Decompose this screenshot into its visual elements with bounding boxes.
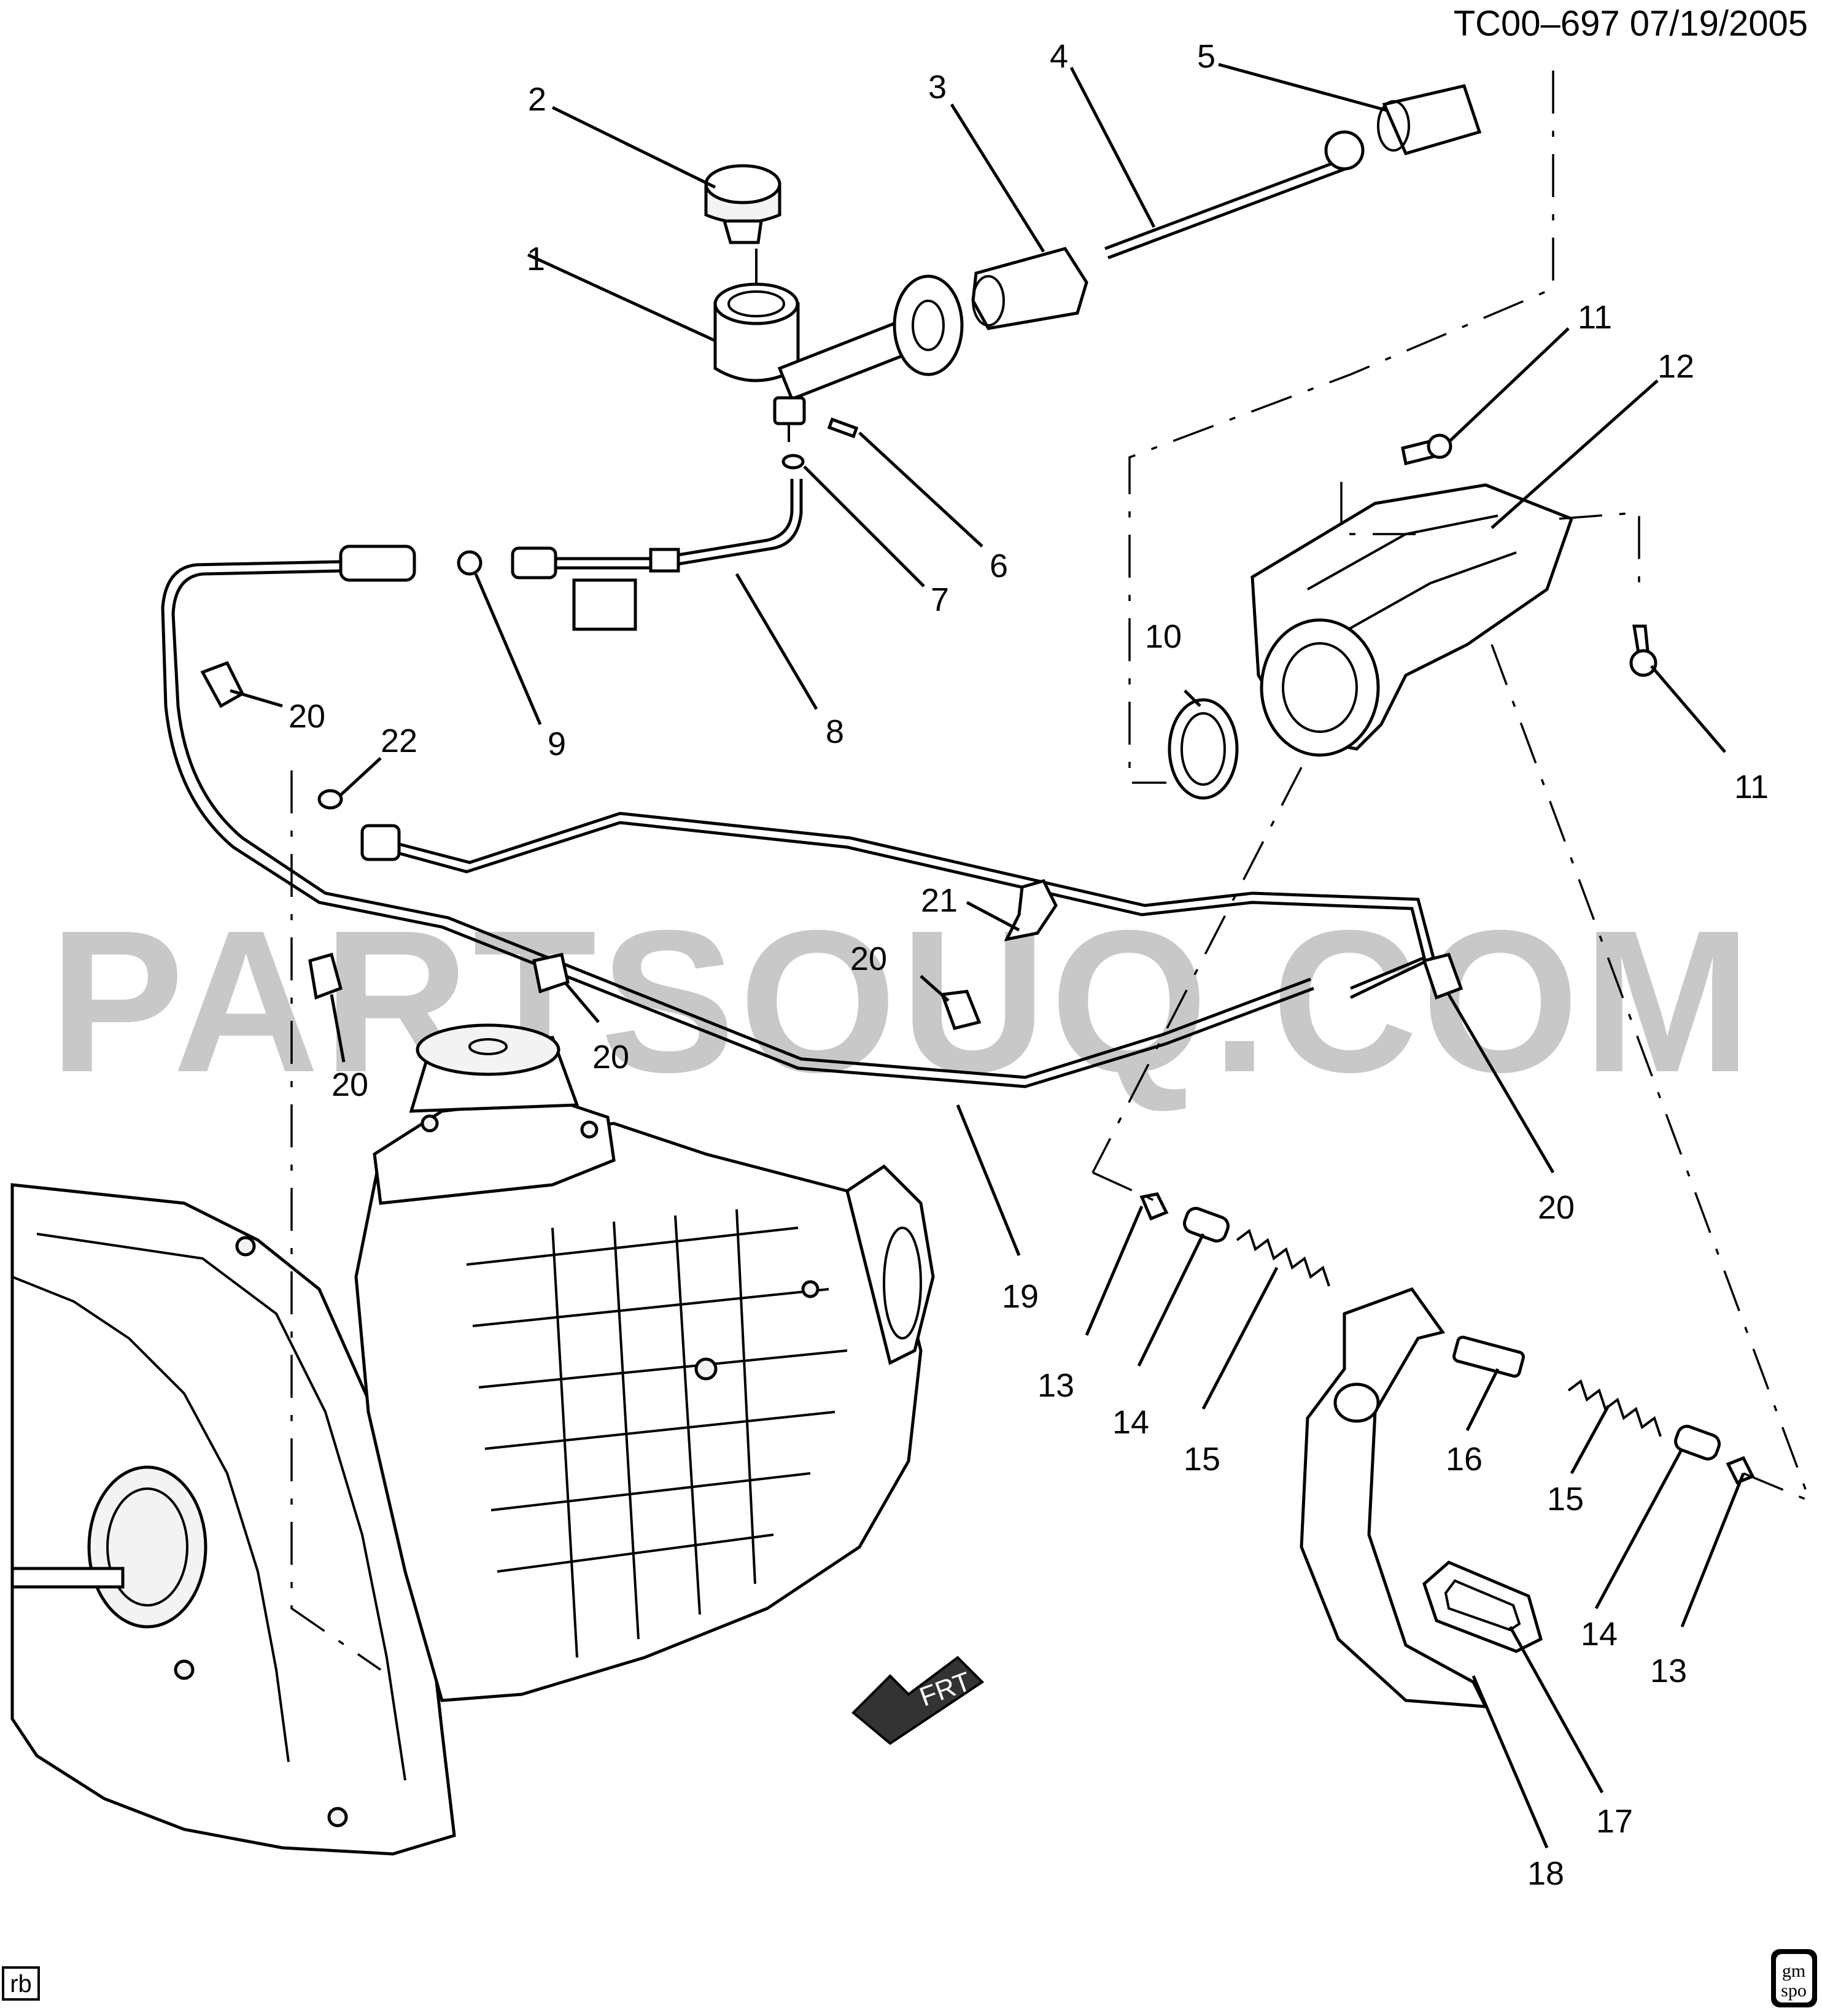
callout-13a: 13 <box>1037 1367 1074 1404</box>
callout-18: 18 <box>1527 1855 1564 1892</box>
callout-2: 2 <box>528 81 546 118</box>
callout-4: 4 <box>1050 38 1068 75</box>
corner-code-box: rb <box>2 1966 40 2001</box>
callout-5: 5 <box>1197 38 1215 75</box>
callout-20a: 20 <box>289 698 325 735</box>
callout-13b: 13 <box>1650 1653 1687 1689</box>
bracket-21 <box>1004 879 1058 942</box>
callout-1: 1 <box>527 241 545 277</box>
pedal-bracket-12 <box>1128 71 1657 800</box>
front-direction-arrow: FRT <box>851 1656 985 1745</box>
svg-text:spo: spo <box>1781 1980 1807 2001</box>
callout-12: 12 <box>1657 348 1694 385</box>
callout-leaders <box>230 63 1745 1848</box>
callout-17: 17 <box>1596 1803 1633 1840</box>
transmission-assembly <box>10 1023 935 1856</box>
callout-9: 9 <box>548 726 566 762</box>
callout-19: 19 <box>1002 1278 1039 1315</box>
callout-20b: 20 <box>331 1066 368 1103</box>
clutch-master-cylinder-group <box>704 84 1482 470</box>
callout-3: 3 <box>928 69 947 106</box>
callout-11b: 11 <box>1734 769 1769 805</box>
callout-6: 6 <box>990 548 1008 584</box>
svg-text:gm: gm <box>1782 1961 1805 1981</box>
callout-20e: 20 <box>1538 1189 1575 1226</box>
callout-15a: 15 <box>1184 1441 1220 1478</box>
callout-8: 8 <box>826 713 844 750</box>
callout-14b: 14 <box>1581 1616 1618 1653</box>
callout-21: 21 <box>921 882 958 919</box>
callout-7: 7 <box>931 581 949 618</box>
callout-16: 16 <box>1446 1441 1483 1478</box>
callout-labels: 1 2 3 4 5 6 7 8 9 10 11 11 12 13 13 14 1… <box>289 38 1769 1892</box>
callout-10: 10 <box>1145 618 1182 655</box>
clutch-pedal-assembly <box>290 644 1818 1708</box>
callout-20c: 20 <box>592 1039 629 1076</box>
corner-code: rb <box>10 1971 32 1998</box>
diagram-id-header: TC00–697 07/19/2005 <box>1454 4 1808 44</box>
callout-22: 22 <box>381 723 417 759</box>
callout-11a: 11 <box>1578 299 1612 336</box>
gm-spo-logo: gm spo <box>1771 1949 1817 2007</box>
clips-20 <box>200 661 1463 1030</box>
callout-20d: 20 <box>850 940 887 977</box>
callout-15b: 15 <box>1547 1481 1584 1518</box>
hydraulic-line-19 <box>161 560 1435 1088</box>
hydraulic-line-8 <box>339 479 803 631</box>
callout-14a: 14 <box>1112 1404 1149 1441</box>
